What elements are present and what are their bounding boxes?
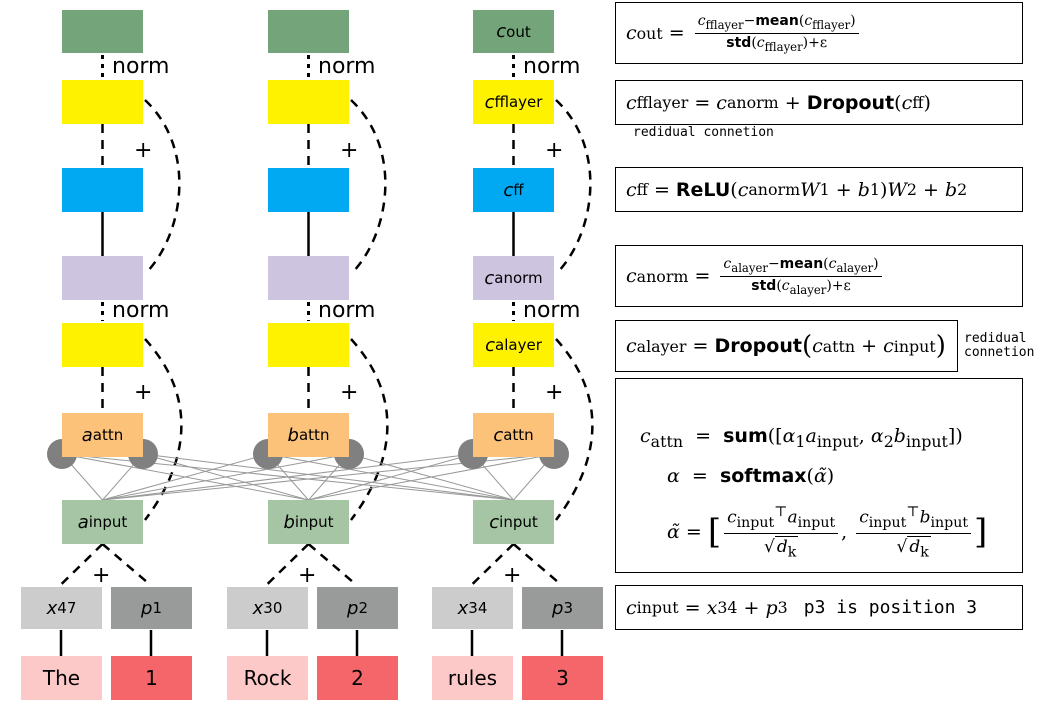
col1-alayer-block (62, 323, 143, 367)
col2-plus-attn: + (340, 380, 359, 405)
col2-fflayer-block (268, 80, 349, 124)
attn-wire-1-to-col3 (142, 453, 514, 501)
fflayer-residual-note: redidual connetion (633, 125, 774, 140)
col3-plus-input: + (503, 563, 522, 588)
col1-word-block: The (21, 656, 102, 700)
equation-out-fraction: cfflayer−mean(cfflayer) std(cfflayer)+ε (694, 13, 859, 53)
col2-alayer-block (268, 323, 349, 367)
col1-split-position (101, 543, 152, 586)
equation-anorm-fraction: calayer−mean(calayer) std(calayer)+ε (720, 256, 882, 296)
col2-ff-block (268, 168, 349, 212)
attn-score-fraction-2: cinput⊤binput √dk (856, 504, 972, 560)
col2-number-block: 2 (317, 656, 398, 700)
col3-residual-arc-attn (555, 338, 594, 521)
col1-output-block (62, 10, 143, 53)
equation-attn-box: cattn = sum([α1ainput, α2binput]) α = so… (615, 378, 1023, 573)
col2-residual-arc-attn (350, 338, 389, 521)
col3-plus-ff: + (545, 138, 564, 163)
col1-plus-input: + (92, 563, 111, 588)
col2-output-block (268, 10, 349, 53)
col3-norm-label-mid: norm (523, 298, 581, 323)
col1-split-token (59, 543, 104, 586)
col1-plus-ff: + (134, 138, 153, 163)
attn-wire-2-to-col3 (267, 453, 514, 501)
col2-word-block: Rock (227, 656, 308, 700)
col1-ff-block (62, 168, 143, 212)
col3-split-token (470, 543, 515, 586)
col1-anorm-block (62, 256, 143, 300)
col1-plus-attn: + (134, 380, 153, 405)
equation-attn-sum: cattn = sum([α1ainput, α2binput]) (640, 425, 963, 451)
col2-split-position (307, 543, 358, 586)
col3-residual-arc-ff (555, 99, 592, 275)
attn-wire-0-to-col2 (61, 453, 309, 501)
attn-wire-3-to-col3 (348, 453, 514, 501)
col2-norm-label-mid: norm (318, 298, 376, 323)
equation-attn-scores: α̃ = [ cinput⊤ainput √dk , cinput⊤binput… (667, 503, 988, 561)
col1-residual-arc-ff (144, 99, 181, 275)
col3-number-block: 3 (522, 656, 603, 700)
col2-norm-label-top: norm (318, 54, 376, 79)
col2-split-token (265, 543, 310, 586)
col2-anorm-block (268, 256, 349, 300)
col3-norm-label-top: norm (523, 54, 581, 79)
col3-word-block: rules (432, 656, 513, 700)
col2-plus-input: + (298, 563, 317, 588)
col2-residual-arc-ff (350, 99, 387, 275)
col2-plus-ff: + (340, 138, 359, 163)
col3-split-position (512, 543, 563, 586)
col1-norm-label-top: norm (112, 54, 170, 79)
col1-norm-label-mid: norm (112, 298, 170, 323)
attn-wire-1-to-col2 (142, 453, 309, 501)
attn-score-fraction-1: cinput⊤ainput √dk (724, 504, 839, 560)
col1-fflayer-block (62, 80, 143, 124)
col3-plus-attn: + (545, 380, 564, 405)
equation-attn-softmax: α = softmax(α̃) (667, 465, 835, 487)
alayer-residual-note: redidual connetion (964, 331, 1035, 360)
col1-number-block: 1 (111, 656, 192, 700)
